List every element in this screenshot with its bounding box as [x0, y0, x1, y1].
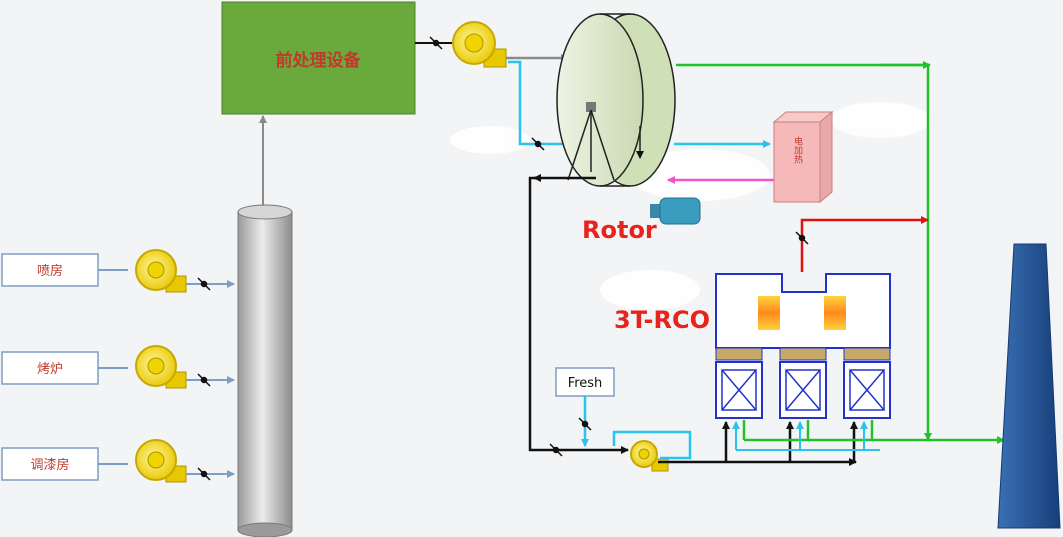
rco-label: 3T-RCO: [614, 306, 710, 334]
rotor-wheel: [556, 13, 676, 187]
source-oven: 烤炉: [1, 351, 99, 385]
fresh-label: Fresh: [568, 376, 603, 391]
rco-unit: [715, 273, 891, 419]
desorption-air-line: [508, 60, 581, 148]
damper-icon: [429, 36, 443, 50]
collection-column: [237, 204, 293, 537]
source-label: 喷房: [37, 263, 63, 279]
source-spray-booth: 喷房: [1, 253, 99, 287]
fan-icon: [135, 439, 187, 483]
damper-icon: [578, 417, 592, 431]
rco-exhaust-lines: [742, 420, 1005, 444]
source-label: 调漆房: [30, 457, 69, 473]
rotor-motor: [650, 197, 701, 225]
source-connectors: [98, 269, 235, 478]
damper-icon: [549, 443, 563, 457]
hot-bypass-line: [800, 216, 929, 272]
electric-heater: 电加热: [772, 110, 834, 204]
fan-icon: [135, 345, 187, 389]
fresh-air-inlet: Fresh: [555, 367, 615, 397]
background-clouds: [450, 102, 930, 310]
rco-bypass-line: [612, 430, 692, 460]
source-label: 烤炉: [37, 362, 63, 377]
rotor-label: Rotor: [582, 216, 657, 244]
rco-feed-manifold: [658, 421, 858, 466]
pretreatment-label: 前处理设备: [276, 50, 362, 71]
damper-icon: [197, 277, 211, 481]
desorbed-voc-line: [528, 176, 629, 454]
rco-feed-fan-icon: [630, 440, 669, 472]
rco-purge-lines: [732, 421, 880, 451]
exhaust-stack: [997, 243, 1061, 529]
pretreatment-unit: 前处理设备: [221, 1, 416, 115]
heater-label: 电加热: [792, 135, 803, 164]
source-paint-mixing-room: 调漆房: [1, 447, 99, 481]
damper-icon: [795, 231, 809, 245]
main-fan-icon: [452, 21, 507, 68]
damper-icon: [531, 137, 545, 151]
fan-icon: [135, 249, 187, 293]
